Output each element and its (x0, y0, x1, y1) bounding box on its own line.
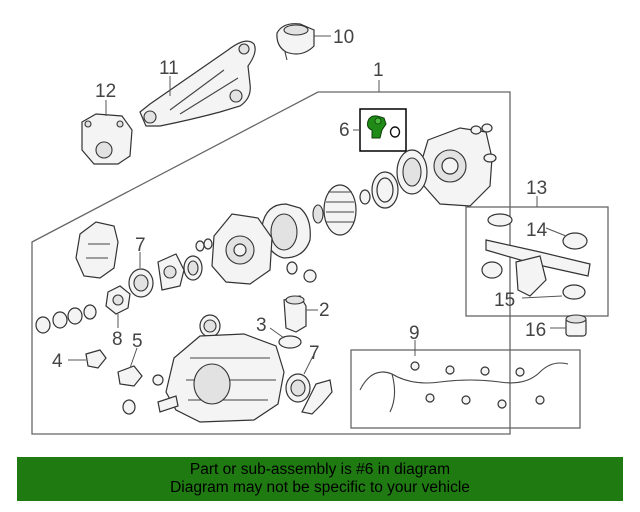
callout-15: 15 (494, 290, 515, 311)
callout-4: 4 (52, 351, 63, 372)
callout-1: 1 (373, 60, 384, 81)
part-4 (68, 349, 107, 369)
part-7-lower (285, 355, 314, 403)
callout-7-lower: 7 (309, 343, 320, 364)
callout-2: 2 (319, 300, 330, 321)
callout-16: 16 (525, 320, 546, 341)
part-9-harness (359, 340, 569, 413)
part-13-kit (481, 213, 591, 300)
part-10 (276, 23, 331, 61)
callout-7-upper: 7 (135, 235, 146, 256)
callout-11: 11 (159, 58, 179, 79)
washers (35, 304, 221, 338)
part-3 (269, 327, 302, 349)
callout-14: 14 (526, 220, 548, 241)
assembly-outline (31, 91, 511, 435)
harness-box-9 (350, 349, 581, 429)
gear-discs (261, 149, 428, 259)
callout-12: 12 (95, 81, 116, 102)
banner-line-1: Part or sub-assembly is #6 in diagram (189, 461, 451, 478)
part-2 (283, 295, 318, 333)
mid-housing (157, 213, 317, 291)
callout-6: 6 (339, 120, 350, 141)
part-11 (139, 40, 256, 127)
callout-3: 3 (256, 315, 267, 336)
callout-10: 10 (333, 27, 354, 48)
left-cover (75, 221, 119, 279)
callout-5: 5 (132, 331, 143, 352)
info-banner: Part or sub-assembly is #6 in diagram Di… (17, 457, 623, 501)
part-16 (550, 314, 587, 337)
part-12 (81, 100, 133, 165)
callout-13: 13 (526, 178, 547, 199)
callout-8: 8 (112, 329, 123, 350)
rear-cover (421, 123, 497, 207)
main-case (122, 333, 285, 423)
part-6-highlight (353, 108, 407, 152)
lower-bracket (301, 379, 333, 415)
part-8 (105, 285, 131, 328)
part-5 (117, 347, 164, 387)
banner-line-2: Diagram may not be specific to your vehi… (170, 479, 470, 496)
part-7-upper (128, 252, 154, 298)
callout-9: 9 (409, 323, 420, 344)
